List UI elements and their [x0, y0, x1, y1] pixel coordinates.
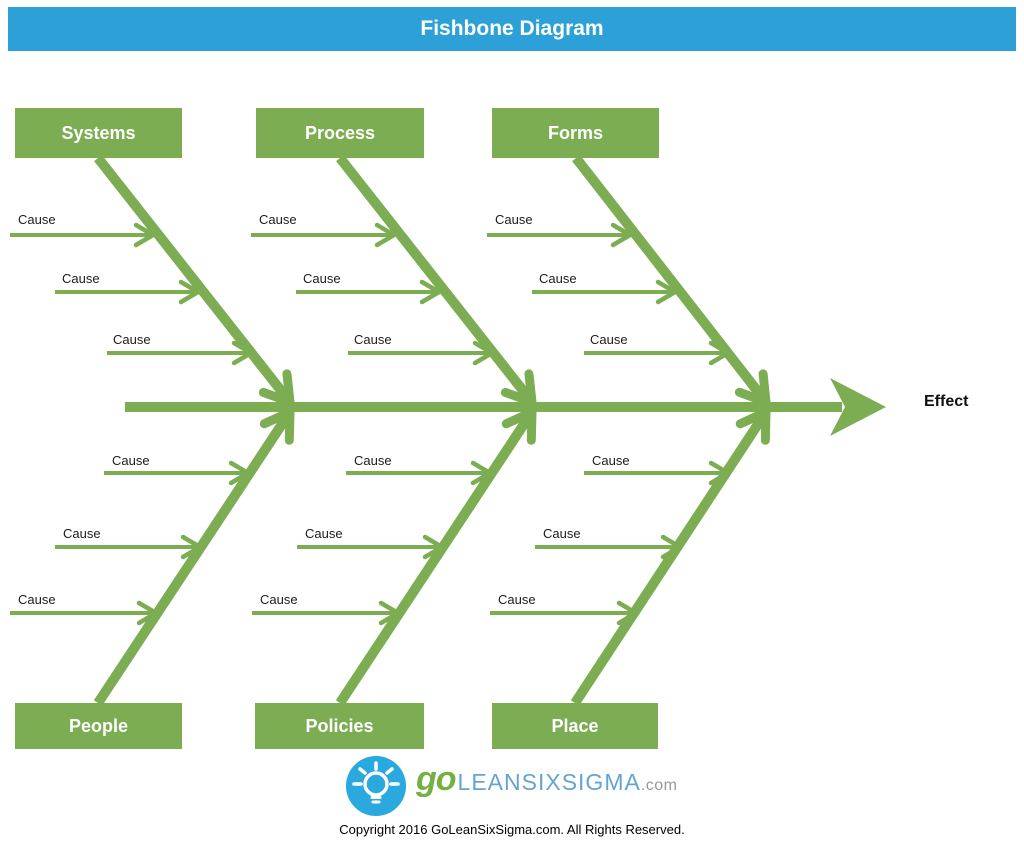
cause-label: Cause — [112, 453, 150, 468]
cause-label: Cause — [539, 271, 577, 286]
category-label: Forms — [547, 122, 603, 143]
logo-word-go: go — [416, 760, 457, 798]
lightbulb-icon — [346, 756, 406, 816]
cause-label: Cause — [18, 212, 56, 227]
cause-label: Cause — [498, 592, 536, 607]
category-box-people: People — [15, 703, 182, 749]
cause-label: Cause — [354, 332, 392, 347]
branch-line-systems — [94, 154, 295, 407]
effect-label: Effect — [924, 393, 969, 410]
cause-label: Cause — [590, 332, 628, 347]
category-box-forms: Forms — [492, 108, 659, 158]
spine-arrowhead — [830, 378, 886, 436]
page-title: Fishbone Diagram — [420, 17, 604, 40]
category-label: Policies — [305, 715, 374, 736]
cause-label: Cause — [63, 526, 101, 541]
category-label: Place — [551, 715, 599, 736]
cause-label: Cause — [303, 271, 341, 286]
branch-line-process — [336, 154, 537, 407]
cause-label: Cause — [592, 453, 630, 468]
logo-word-main: LEANSIXSIGMA — [457, 769, 641, 795]
category-label: People — [68, 715, 129, 736]
cause-label: Cause — [543, 526, 581, 541]
cause-label: Cause — [259, 212, 297, 227]
category-box-process: Process — [256, 108, 424, 158]
goleansixsigma-logo: go LEANSIXSIGMA .com — [416, 760, 678, 799]
cause-label: Cause — [260, 592, 298, 607]
title-bar: Fishbone Diagram — [8, 7, 1016, 51]
category-label: Process — [304, 122, 376, 143]
branch-line-forms — [572, 154, 771, 407]
cause-label: Cause — [495, 212, 533, 227]
copyright-text: Copyright 2016 GoLeanSixSigma.com. All R… — [339, 822, 685, 837]
category-box-place: Place — [492, 703, 658, 749]
cause-label: Cause — [354, 453, 392, 468]
cause-label: Cause — [62, 271, 100, 286]
cause-label: Cause — [18, 592, 56, 607]
logo-word-tld: .com — [640, 777, 678, 794]
category-label: Systems — [61, 122, 136, 143]
category-box-systems: Systems — [15, 108, 182, 158]
category-box-policies: Policies — [255, 703, 424, 749]
cause-label: Cause — [113, 332, 151, 347]
cause-label: Cause — [305, 526, 343, 541]
